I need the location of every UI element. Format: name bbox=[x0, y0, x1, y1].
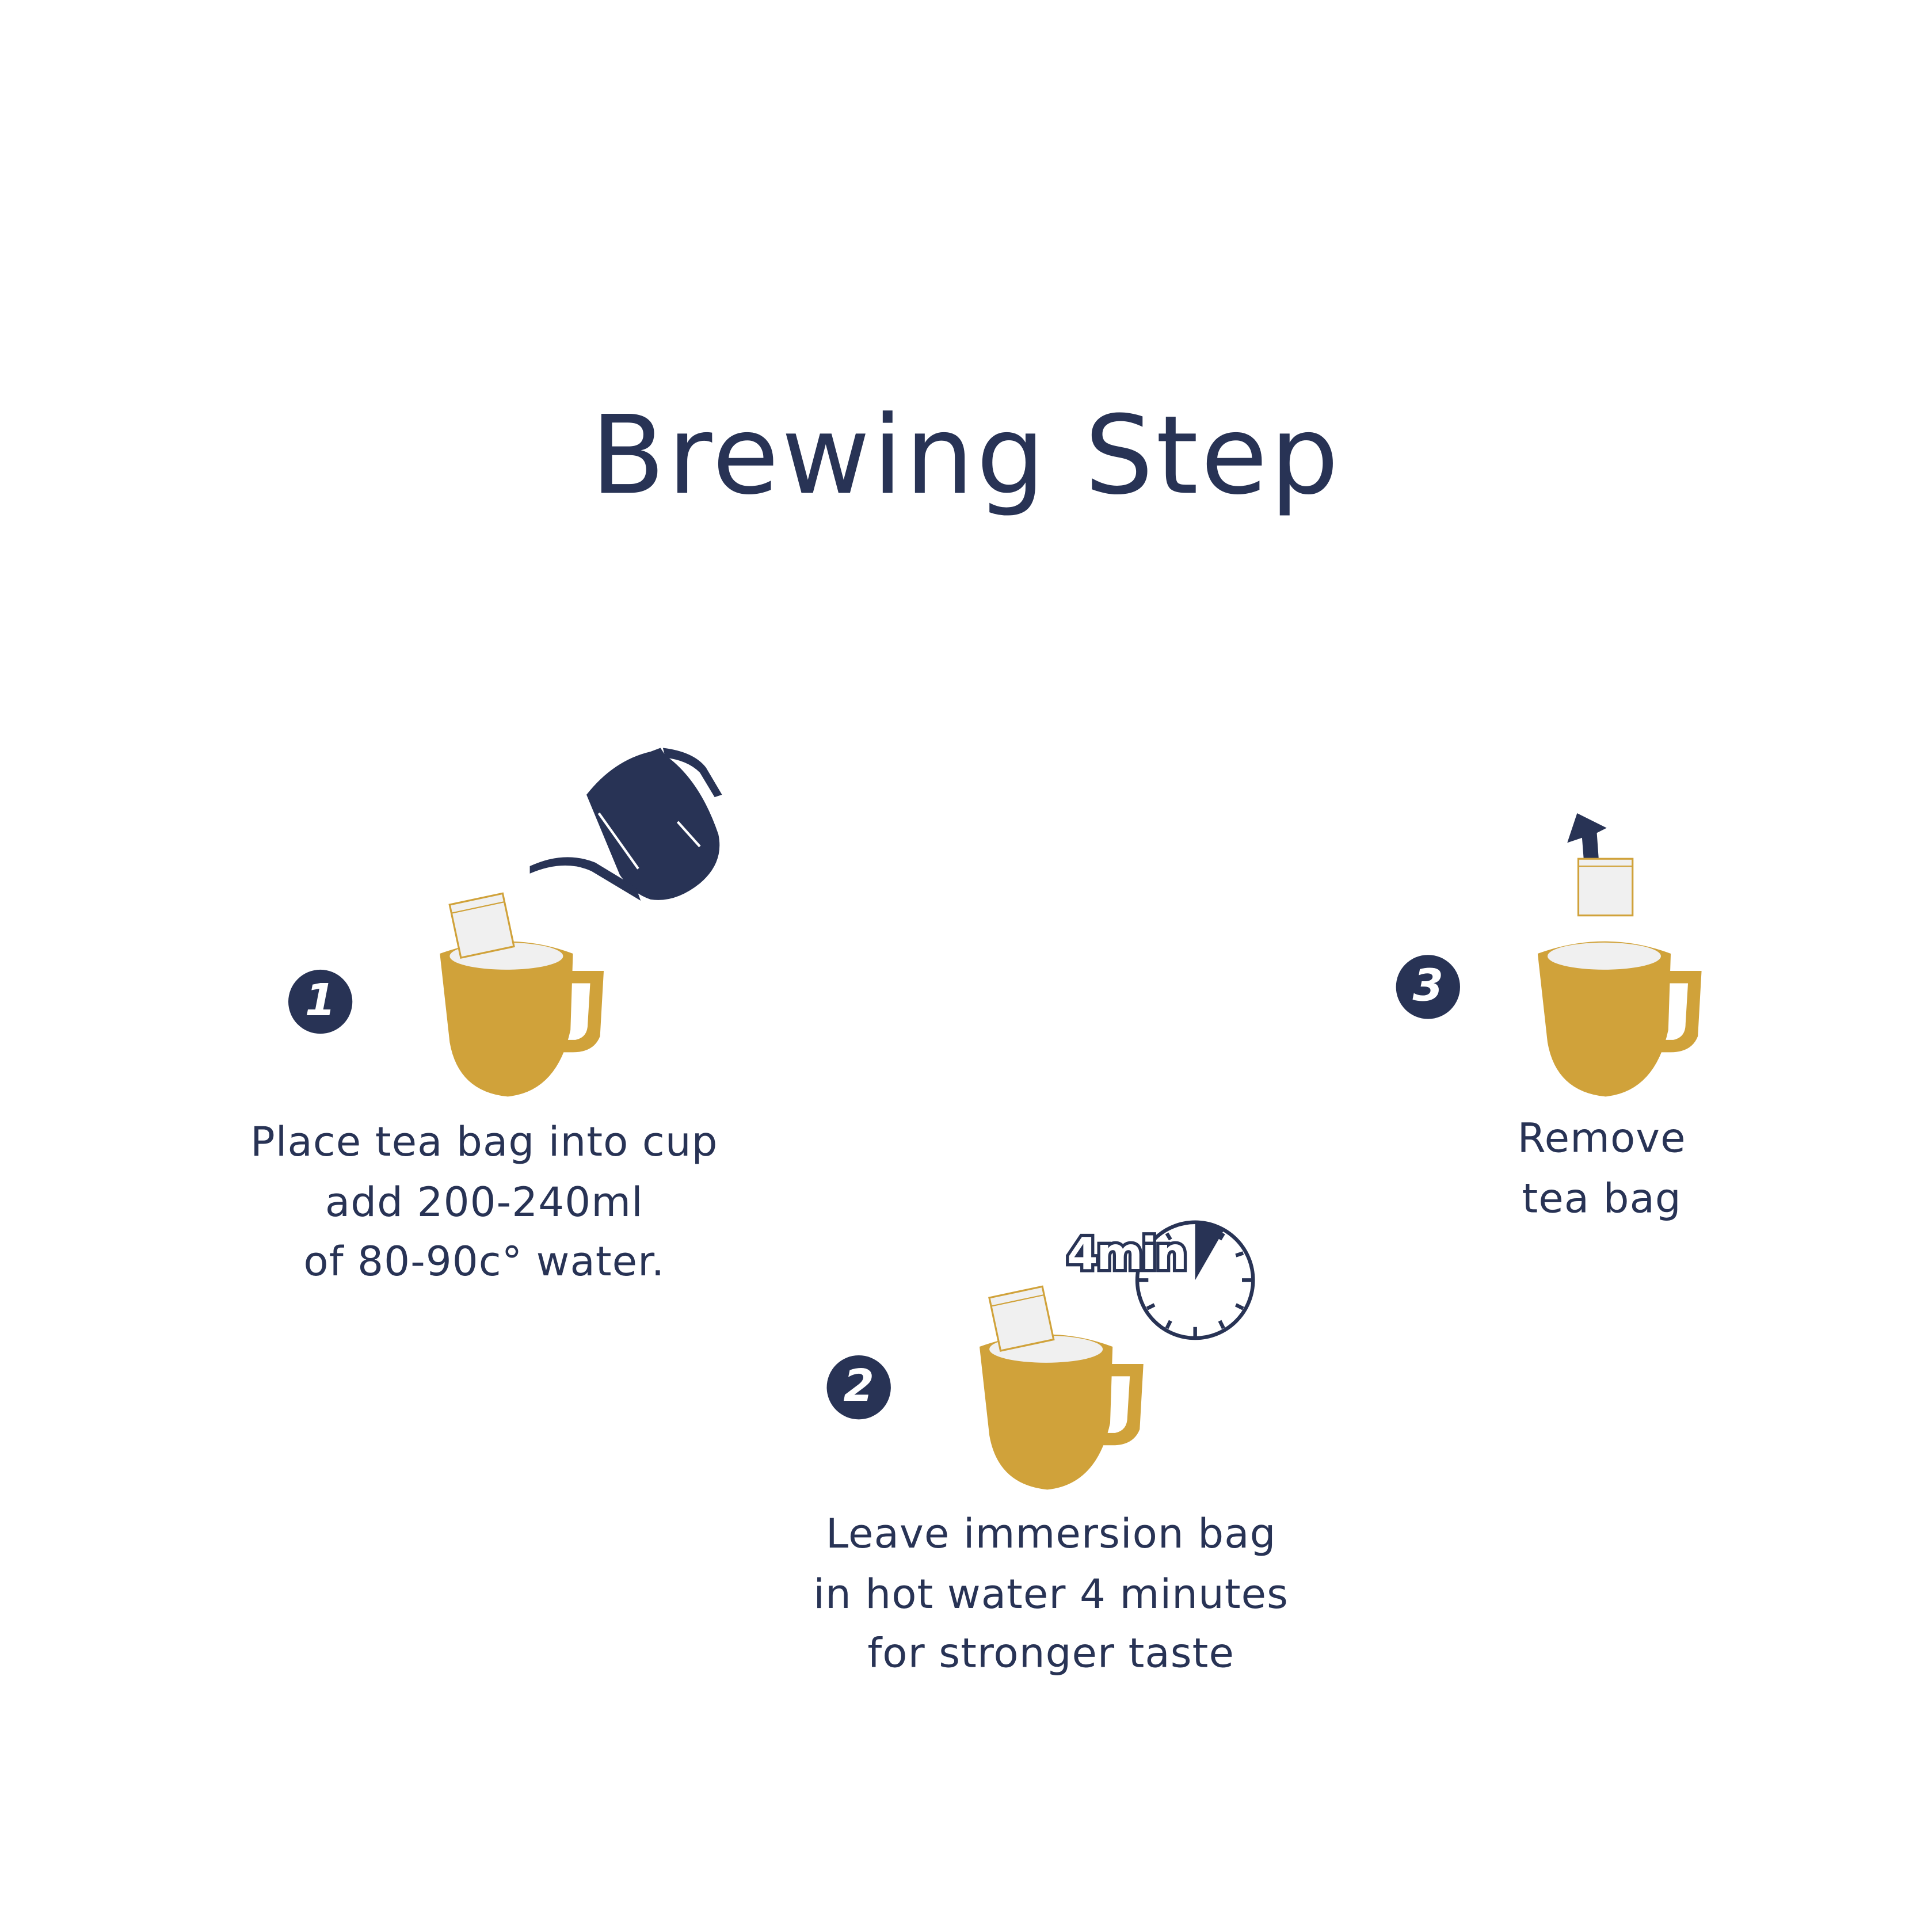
step-1-caption: Place tea bag into cup add 200-240ml of … bbox=[238, 1112, 730, 1292]
timer-icon bbox=[1135, 1220, 1255, 1340]
step-1-badge: 1 bbox=[288, 969, 353, 1034]
cup-icon bbox=[440, 892, 604, 1097]
cup-icon bbox=[980, 1285, 1144, 1490]
caption-line: Remove bbox=[1517, 1114, 1686, 1162]
page-title: Brewing Step bbox=[590, 391, 1342, 519]
timer-label: 4min bbox=[1064, 1226, 1190, 1283]
cup-icon bbox=[1537, 941, 1702, 1097]
caption-line: in hot water 4 minutes bbox=[813, 1569, 1289, 1617]
tea-bag-icon bbox=[988, 1285, 1055, 1352]
caption-line: Place tea bag into cup bbox=[250, 1117, 718, 1166]
caption-line: tea bag bbox=[1522, 1173, 1682, 1222]
caption-line: add 200-240ml bbox=[325, 1177, 643, 1226]
tea-bag-icon bbox=[1577, 858, 1634, 917]
caption-line: Leave immersion bag bbox=[825, 1509, 1276, 1558]
tea-bag-icon bbox=[448, 892, 515, 959]
caption-line: of 80-90c° water. bbox=[303, 1237, 665, 1285]
step-2-badge: 2 bbox=[826, 1355, 891, 1420]
kettle-icon bbox=[529, 748, 722, 901]
step-3-caption: Remove tea bag bbox=[1454, 1109, 1750, 1229]
arrow-up-icon bbox=[1567, 813, 1607, 870]
step-2-caption: Leave immersion bag in hot water 4 minut… bbox=[780, 1504, 1322, 1684]
step-3-badge: 3 bbox=[1396, 955, 1460, 1019]
caption-line: for stronger taste bbox=[867, 1629, 1235, 1677]
